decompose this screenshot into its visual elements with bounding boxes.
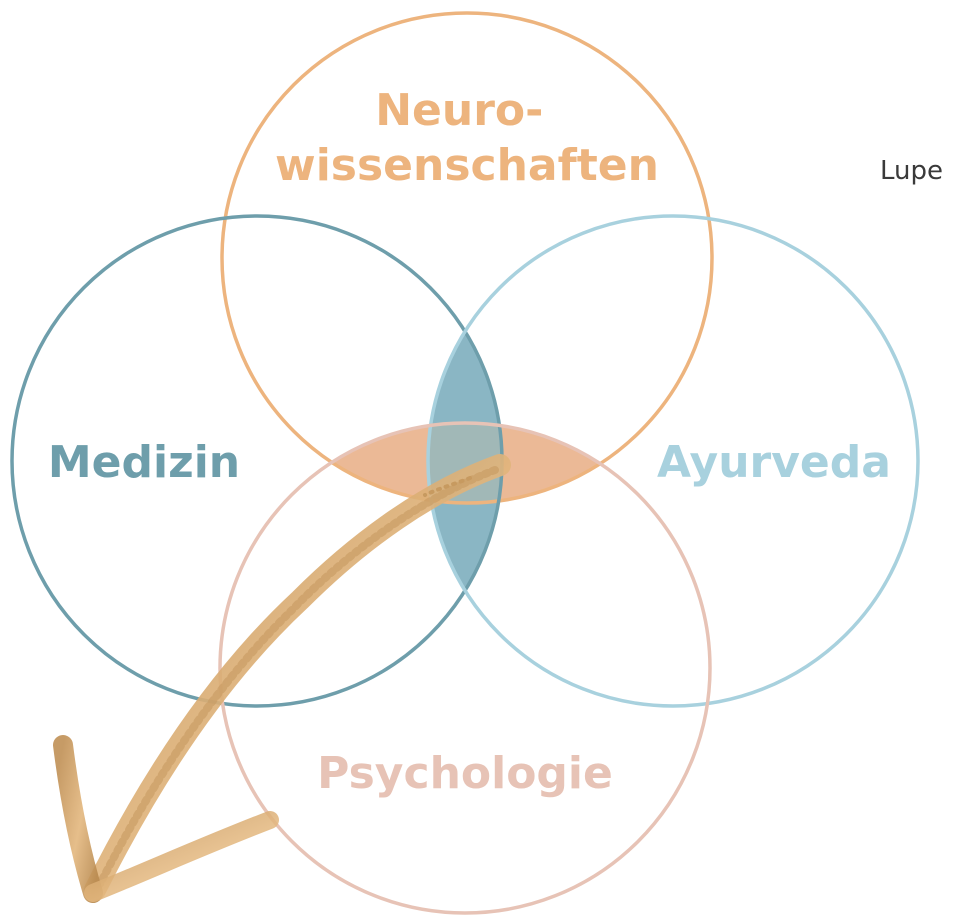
label-neuro: Neuro- wissenschaften — [275, 85, 659, 191]
label-medizin-text: Medizin — [48, 437, 240, 488]
label-psychologie-text: Psychologie — [317, 748, 613, 799]
label-neuro-line-1: Neuro- — [375, 85, 543, 136]
circle-psychologie — [218, 421, 712, 915]
side-note-lupe: Lupe — [880, 156, 943, 186]
circle-ayurveda — [426, 214, 920, 708]
arrow-icon — [53, 454, 511, 903]
label-medizin: Medizin — [48, 437, 240, 488]
label-ayurveda-text: Ayurveda — [657, 437, 891, 488]
circle-neurowissenschaften — [220, 11, 714, 505]
label-psychologie: Psychologie — [317, 748, 613, 799]
label-ayurveda: Ayurveda — [657, 437, 891, 488]
label-neuro-line-2: wissenschaften — [275, 140, 659, 191]
